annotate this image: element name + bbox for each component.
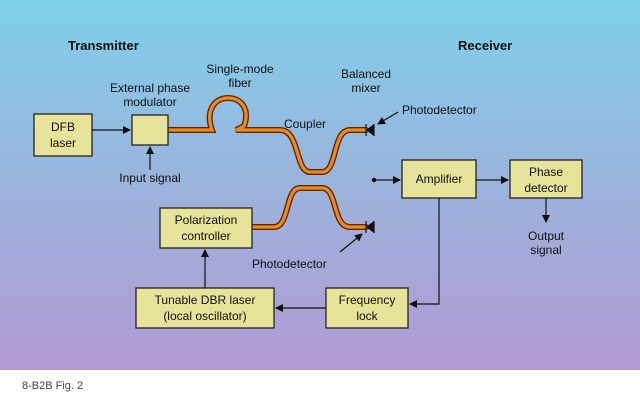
dfb-laser-label-line2: laser xyxy=(50,136,76,150)
diagram: Transmitter Receiver DFB laser Polarizat… xyxy=(33,38,583,329)
phase-detector-label-line1: Phase xyxy=(529,165,563,179)
polarization-controller-block: Polarization controller xyxy=(159,207,253,249)
frequency-lock-label-line1: Frequency xyxy=(339,293,396,307)
external-phase-modulator-label-line2: modulator xyxy=(123,95,176,109)
balanced-mixer-label-line2: mixer xyxy=(351,81,380,95)
photodetector-top-label: Photodetector xyxy=(402,103,477,117)
figure-caption: 8-B2B Fig. 2 xyxy=(22,380,84,392)
single-mode-fiber-label-line1: Single-mode xyxy=(206,62,274,76)
output-signal-label-line1: Output xyxy=(528,229,565,243)
transmitter-heading: Transmitter xyxy=(68,38,139,53)
external-phase-modulator-block xyxy=(131,114,169,146)
dfb-laser-label-line1: DFB xyxy=(51,120,75,134)
amplifier-label: Amplifier xyxy=(416,172,463,186)
photodetector-top-icon xyxy=(365,111,399,136)
optical-fiber-paths xyxy=(165,94,369,230)
output-signal-label-line2: signal xyxy=(530,243,561,257)
tunable-dbr-laser-label-line1: Tunable DBR laser xyxy=(155,293,256,307)
coupler-label: Coupler xyxy=(284,117,326,131)
dfb-laser-block: DFB laser xyxy=(33,113,93,157)
polarization-controller-label-line2: controller xyxy=(181,229,230,243)
polarization-controller-label-line1: Polarization xyxy=(175,213,238,227)
frequency-lock-label-line2: lock xyxy=(356,309,378,323)
input-signal-label: Input signal xyxy=(119,171,180,185)
amplifier-block: Amplifier xyxy=(401,159,477,199)
external-phase-modulator-label-line1: External phase xyxy=(110,81,190,95)
tunable-dbr-laser-block: Tunable DBR laser (local oscillator) xyxy=(135,287,275,329)
tunable-dbr-laser-label-line2: (local oscillator) xyxy=(163,309,246,323)
single-mode-fiber-label-line2: fiber xyxy=(228,76,251,90)
photodetector-bottom-label: Photodetector xyxy=(252,257,327,271)
photodetector-bottom-icon xyxy=(339,221,375,253)
frequency-lock-block: Frequency lock xyxy=(325,287,409,329)
phase-detector-label-line2: detector xyxy=(524,181,567,195)
phase-detector-block: Phase detector xyxy=(509,159,583,199)
balanced-mixer-label-line1: Balanced xyxy=(341,67,391,81)
signal-wires xyxy=(92,126,550,312)
receiver-heading: Receiver xyxy=(458,38,512,53)
